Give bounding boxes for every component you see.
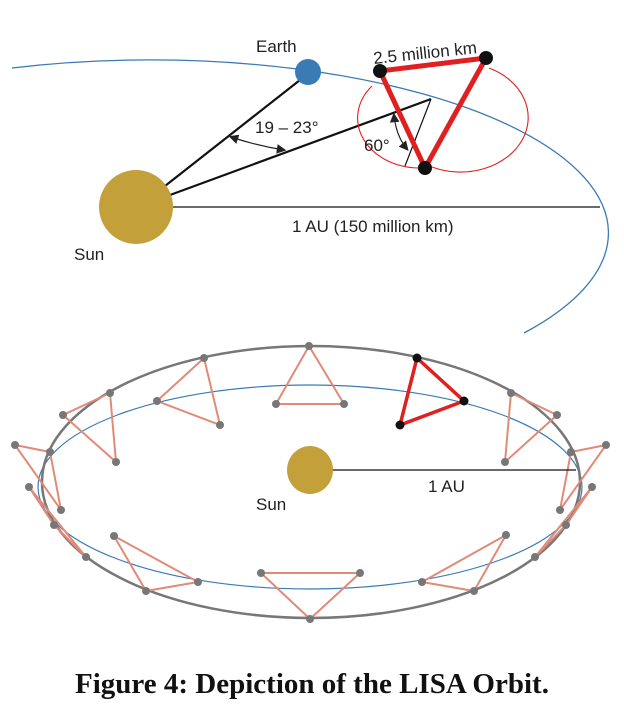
spacecraft-node (588, 483, 596, 491)
constellation-triangle (155, 356, 222, 427)
constellation-triangle (111, 533, 201, 593)
spacecraft-2 (479, 51, 493, 65)
spacecraft-node (257, 569, 265, 577)
spacecraft-node (470, 587, 478, 595)
spacecraft-node (306, 615, 314, 623)
spacecraft-node (602, 441, 610, 449)
constellation-triangle (419, 532, 509, 593)
spacecraft-node (507, 389, 515, 397)
trailing-angle-label: 19 – 23° (255, 118, 319, 137)
spacecraft-node (531, 553, 539, 561)
spacecraft-node (25, 483, 33, 491)
spacecraft-node (502, 531, 510, 539)
spacecraft-1 (373, 64, 387, 78)
spacecraft-node (567, 448, 575, 456)
spacecraft-node (356, 569, 364, 577)
spacecraft-node (46, 448, 54, 456)
constellation-triangle (274, 344, 346, 405)
plane-normal-line (404, 98, 432, 167)
spacecraft-node (216, 421, 224, 429)
spacecraft-node (305, 342, 313, 350)
spacecraft-node (50, 521, 58, 529)
spacecraft-node (110, 532, 118, 540)
spacecraft-node (556, 506, 564, 514)
spacecraft-node (106, 389, 114, 397)
constellation-positions (11, 342, 610, 623)
1au-label: 1 AU (428, 477, 465, 496)
earth-orbit-bottom (37, 384, 583, 590)
earth-orbit (11, 59, 610, 334)
spacecraft-node (272, 400, 280, 408)
spacecraft-node (194, 578, 202, 586)
spacecraft-node (553, 411, 561, 419)
spacecraft-node (142, 587, 150, 595)
constellation-triangle (503, 391, 559, 465)
spacecraft-node (153, 397, 161, 405)
active-constellation (397, 354, 468, 428)
spacecraft-node (412, 353, 422, 363)
sun-label: Sun (74, 245, 104, 264)
bottom-diagram: Sun 1 AU (11, 342, 610, 623)
spacecraft-node (59, 411, 67, 419)
tilt-angle-label: 60° (364, 136, 390, 155)
tilt-angle-arrow (389, 112, 409, 151)
sun-label-bottom: Sun (256, 495, 286, 514)
spacecraft-node (200, 354, 208, 362)
spacecraft-3 (418, 161, 432, 175)
top-diagram: Earth Sun 2.5 million km 19 – 23° 60° 1 … (11, 37, 610, 334)
distance-label: 1 AU (150 million km) (292, 217, 454, 236)
spacecraft-node (82, 553, 90, 561)
lisa-constellation (377, 55, 489, 171)
spacecraft-node (501, 458, 509, 466)
constellation-triangle (28, 486, 87, 558)
sun-earth-line (164, 79, 301, 187)
figure-caption: Figure 4: Depiction of the LISA Orbit. (75, 668, 549, 700)
spacecraft-node (340, 400, 348, 408)
spacecraft-node (11, 441, 19, 449)
sun-lisa-line (169, 97, 432, 197)
earth-label: Earth (256, 37, 297, 56)
constellation-path-left (357, 85, 422, 169)
constellation-path-right (431, 67, 529, 173)
constellation-triangle (258, 572, 363, 621)
spacecraft-node (57, 506, 65, 514)
constellation-triangle (559, 443, 609, 511)
trailing-angle-arrow (228, 134, 287, 154)
earth (295, 59, 321, 85)
constellation-triangle (61, 391, 118, 465)
spacecraft-node (459, 396, 469, 406)
constellation-triangle (12, 443, 62, 511)
spacecraft-node (112, 458, 120, 466)
spacecraft-node (418, 578, 426, 586)
sun (99, 170, 173, 244)
sun-bottom (287, 446, 333, 494)
spacecraft-node (395, 420, 405, 430)
spacecraft-node (562, 521, 570, 529)
